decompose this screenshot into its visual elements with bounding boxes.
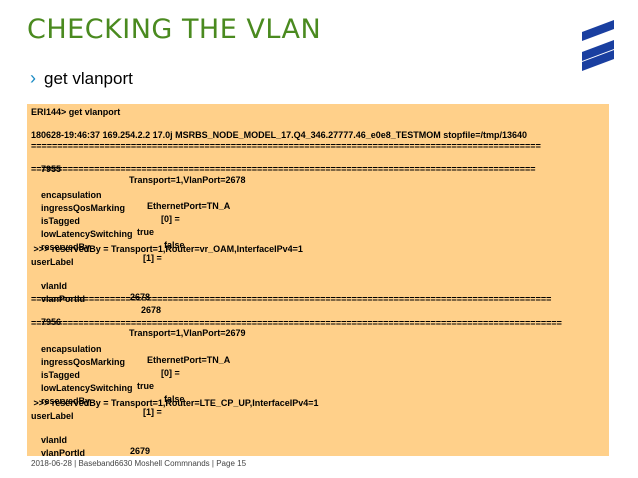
attr-row: isTagged true — [31, 205, 591, 249]
attr-row: encapsulation EthernetPort=TN_A — [31, 333, 591, 377]
attr-name: encapsulation — [41, 344, 102, 354]
separator-line: ========================================… — [31, 318, 562, 328]
attr-row: encapsulation EthernetPort=TN_A — [31, 179, 591, 223]
attr-name: vlanPortId — [41, 294, 86, 304]
attr-row: ingressQosMarking [0] = — [31, 192, 591, 236]
attr-name: ingressQosMarking — [41, 203, 126, 213]
attr-row: lowLatencySwitching false — [31, 372, 591, 416]
attr-value: 2678 — [130, 292, 151, 302]
attr-name: vlanId — [41, 281, 68, 291]
attr-name: userLabel — [31, 411, 74, 421]
attr-value: [0] = — [161, 214, 180, 224]
attr-row: vlanPortId 2678 — [31, 283, 591, 327]
mo-ldn: Transport=1,VlanPort=2678 — [129, 175, 246, 185]
attr-row: reservedBy [1] = — [31, 231, 591, 275]
terminal-header: 180628-19:46:37 169.254.2.2 17.0j MSRBS_… — [31, 130, 528, 140]
attr-name: isTagged — [41, 216, 80, 226]
attr-row: vlanId 2678 — [31, 270, 591, 314]
attr-row: reservedBy [1] = — [31, 385, 591, 429]
slide-footer: 2018-06-28 | Baseband6630 Moshell Commna… — [31, 459, 246, 468]
bullet-marker: › — [30, 68, 36, 88]
footer-separator: | — [74, 459, 77, 468]
attr-name: lowLatencySwitching — [41, 229, 133, 239]
mo-id: 7956 — [41, 317, 62, 327]
mo-row: 7955 Transport=1,VlanPort=2678 — [31, 153, 591, 197]
terminal-output: ERI144> get vlanport 180628-19:46:37 169… — [27, 104, 609, 456]
attr-name: lowLatencySwitching — [41, 383, 133, 393]
attr-row: vlanId 2679 — [31, 424, 591, 456]
reserved-by-item: >>> reservedBy = Transport=1,Router=LTE_… — [31, 398, 319, 408]
attr-row: ingressQosMarking [0] = — [31, 346, 591, 390]
attr-value: EthernetPort=TN_A — [147, 355, 231, 365]
separator-line: ========================================… — [31, 294, 552, 304]
mo-ldn: Transport=1,VlanPort=2679 — [129, 328, 246, 338]
reserved-by-item: >>> reservedBy = Transport=1,Router=vr_O… — [31, 244, 303, 254]
attr-row: lowLatencySwitching false — [31, 218, 591, 262]
separator-line: ========================================… — [31, 141, 541, 151]
footer-separator: | — [211, 459, 214, 468]
attr-name: vlanPortId — [41, 448, 86, 456]
attr-name: vlanId — [41, 435, 68, 445]
attr-name: ingressQosMarking — [41, 357, 126, 367]
ericsson-logo-icon — [578, 18, 618, 72]
footer-date: 2018-06-28 — [31, 459, 72, 468]
attr-row: vlanPortId 2679 — [31, 437, 591, 456]
attr-name: reservedBy — [41, 396, 91, 406]
attr-value: false — [164, 394, 185, 404]
separator-line: ========================================… — [31, 164, 536, 174]
attr-value: [1] = — [143, 407, 162, 417]
footer-page: Page 15 — [216, 459, 247, 468]
attr-name: reservedBy — [41, 242, 91, 252]
attr-value: [0] = — [161, 368, 180, 378]
attr-value: 2679 — [130, 446, 151, 456]
mo-row: 7956 Transport=1,VlanPort=2679 — [31, 306, 591, 350]
attr-value: false — [164, 240, 185, 250]
attr-value: true — [137, 227, 155, 237]
bullet-text: get vlanport — [44, 69, 133, 88]
attr-value: true — [137, 381, 155, 391]
attr-row: isTagged true — [31, 359, 591, 403]
bullet-item: › get vlanport — [30, 68, 133, 89]
attr-value: 2678 — [141, 305, 162, 315]
mo-id: 7955 — [41, 164, 62, 174]
terminal-prompt: ERI144> get vlanport — [31, 107, 121, 117]
slide-title: CHECKING THE VLAN — [27, 14, 322, 45]
attr-value: [1] = — [143, 253, 162, 263]
attr-name: isTagged — [41, 370, 80, 380]
attr-value: EthernetPort=TN_A — [147, 201, 231, 211]
attr-name: encapsulation — [41, 190, 102, 200]
footer-doc-title: Baseband6630 Moshell Commnands — [78, 459, 210, 468]
attr-name: userLabel — [31, 257, 74, 267]
